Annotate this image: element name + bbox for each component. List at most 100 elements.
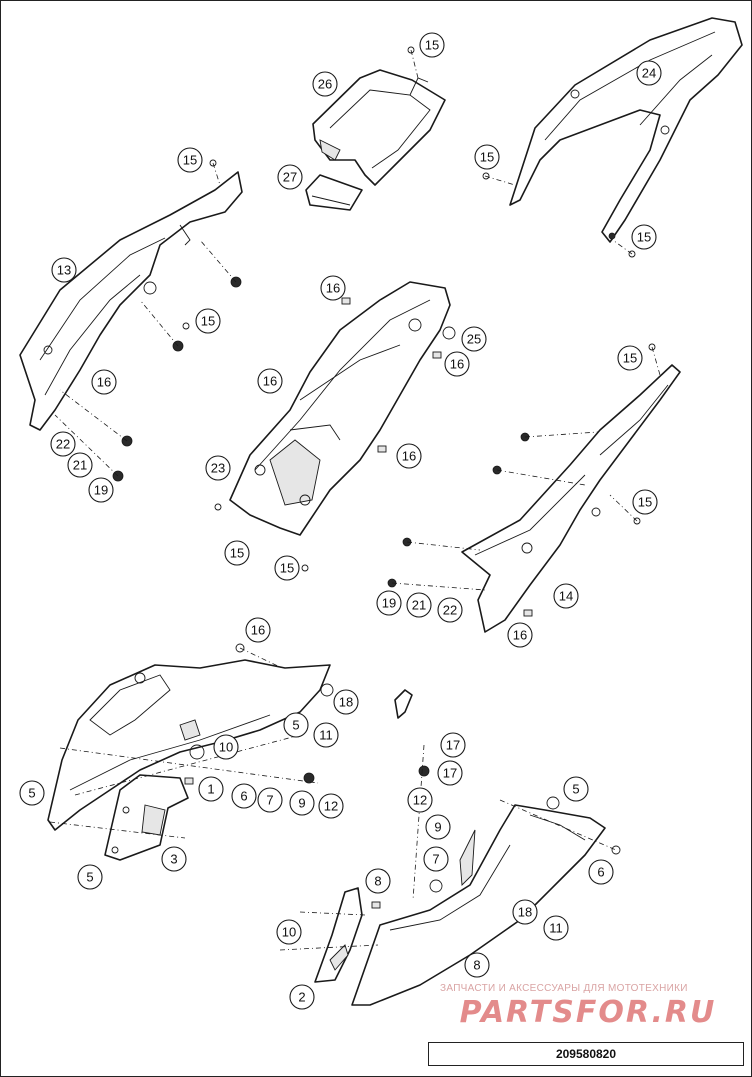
leader-lines <box>49 49 661 951</box>
callout-5: 5 <box>77 864 103 890</box>
callout-label: 15 <box>201 314 215 329</box>
callout-circle <box>507 622 533 648</box>
callout-label: 11 <box>319 728 333 743</box>
callout-circle <box>245 617 271 643</box>
callout-label: 7 <box>432 852 439 867</box>
callout-label: 16 <box>251 623 265 638</box>
callout-19: 19 <box>376 590 402 616</box>
part-14-right-side-panel <box>461 364 681 633</box>
callout-16: 16 <box>396 443 422 469</box>
callout-27: 27 <box>277 164 303 190</box>
callout-label: 7 <box>266 793 273 808</box>
callout-label: 16 <box>97 375 111 390</box>
callout-circle <box>636 60 662 86</box>
callout-label: 10 <box>219 740 233 755</box>
callout-23: 23 <box>205 455 231 481</box>
part-3-inner-bracket <box>104 774 189 861</box>
callout-group: 1526271524151513151616251616151622211923… <box>19 32 662 1010</box>
callout-circle <box>631 224 657 250</box>
callout-circle <box>365 868 391 894</box>
callout-circle <box>461 326 487 352</box>
part-27-cover <box>305 174 363 211</box>
callout-6: 6 <box>231 783 257 809</box>
callout-circle <box>312 71 338 97</box>
callout-circle <box>88 477 114 503</box>
callout-circle <box>440 732 466 758</box>
callout-5: 5 <box>563 776 589 802</box>
callout-label: 19 <box>382 596 396 611</box>
drawing-number: 209580820 <box>428 1042 744 1066</box>
watermark-brand: PARTSFOR.RU <box>460 995 717 1030</box>
callout-circle <box>277 164 303 190</box>
callout-24: 24 <box>636 60 662 86</box>
callout-16: 16 <box>444 351 470 377</box>
callout-circle <box>320 275 346 301</box>
callout-16: 16 <box>91 369 117 395</box>
callout-label: 14 <box>559 589 573 604</box>
callout-circle <box>161 846 187 872</box>
part-4-inner-right-bracket <box>314 887 363 983</box>
callout-circle <box>406 592 432 618</box>
callout-label: 17 <box>443 766 457 781</box>
callout-circle <box>195 308 221 334</box>
callout-15: 15 <box>419 32 445 58</box>
callout-circle <box>77 864 103 890</box>
callout-circle <box>632 489 658 515</box>
callout-25: 25 <box>461 326 487 352</box>
part-26-seat-cowl-bracket <box>312 69 446 186</box>
callout-label: 15 <box>638 495 652 510</box>
callout-circle <box>318 793 344 819</box>
callout-label: 12 <box>413 793 427 808</box>
callout-circle <box>177 147 203 173</box>
part-24-grab-handle <box>509 17 743 243</box>
callout-13: 13 <box>51 257 77 283</box>
hardware <box>112 46 656 909</box>
callout-label: 25 <box>467 332 481 347</box>
callout-circle <box>423 846 449 872</box>
callout-label: 2 <box>298 990 305 1005</box>
callout-circle <box>198 776 224 802</box>
callout-circle <box>396 443 422 469</box>
callout-8: 8 <box>464 952 490 978</box>
part-23-rear-undertray <box>229 281 451 536</box>
callout-7: 7 <box>423 846 449 872</box>
callout-label: 8 <box>473 958 480 973</box>
callout-22: 22 <box>50 431 76 457</box>
callout-circle <box>588 859 614 885</box>
callout-label: 16 <box>513 628 527 643</box>
callout-15: 15 <box>617 345 643 371</box>
callout-label: 3 <box>170 852 177 867</box>
callout-8: 8 <box>365 868 391 894</box>
callout-15: 15 <box>177 147 203 173</box>
callout-label: 15 <box>183 153 197 168</box>
callout-18: 18 <box>512 899 538 925</box>
callout-15: 15 <box>631 224 657 250</box>
callout-5: 5 <box>283 712 309 738</box>
callout-circle <box>553 583 579 609</box>
callout-label: 5 <box>86 870 93 885</box>
callout-15: 15 <box>474 144 500 170</box>
callout-label: 15 <box>230 546 244 561</box>
callout-circle <box>51 257 77 283</box>
part-1-left-fairing <box>47 659 331 831</box>
callout-9: 9 <box>425 814 451 840</box>
callout-label: 1 <box>207 782 214 797</box>
callout-circle <box>333 689 359 715</box>
callout-circle <box>437 597 463 623</box>
callout-circle <box>50 431 76 457</box>
callout-label: 15 <box>280 561 294 576</box>
callout-11: 11 <box>313 722 339 748</box>
callout-label: 27 <box>283 170 297 185</box>
callout-label: 11 <box>549 921 563 936</box>
callout-7: 7 <box>257 787 283 813</box>
callout-label: 16 <box>263 374 277 389</box>
callout-label: 10 <box>282 925 296 940</box>
callout-circle <box>67 452 93 478</box>
callout-circle <box>376 590 402 616</box>
callout-label: 23 <box>211 461 225 476</box>
callout-circle <box>257 368 283 394</box>
callout-17: 17 <box>437 760 463 786</box>
callout-label: 21 <box>412 598 426 613</box>
callout-16: 16 <box>245 617 271 643</box>
